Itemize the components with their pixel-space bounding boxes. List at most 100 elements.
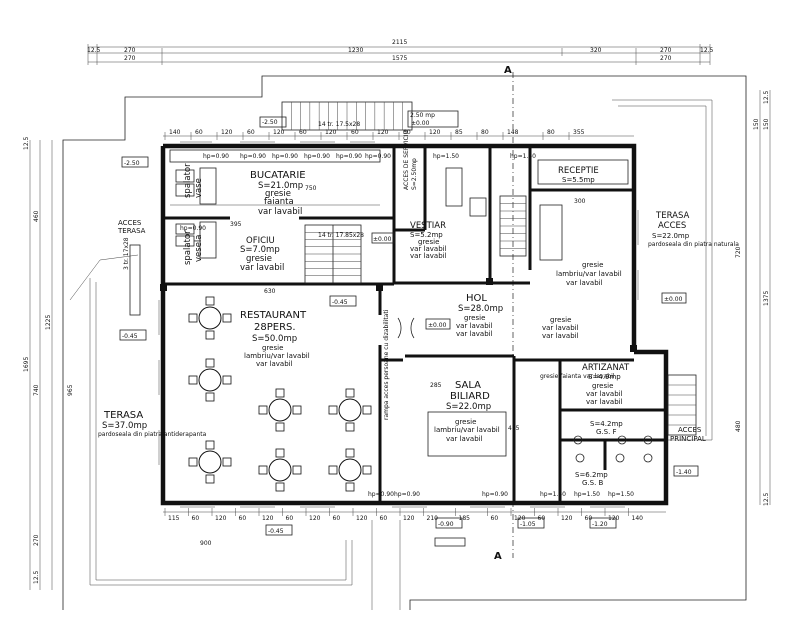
hol-labels: HOL S=28.0mp gresie var lavabil var lava… (397, 293, 579, 340)
dim-right-7: 12.5 (763, 492, 770, 506)
restaurant-table (338, 398, 362, 422)
sill-height-label: hp=1.50 (574, 491, 600, 498)
acces-serviciu-area: S=2.50mp (411, 158, 418, 190)
artizanat-area: S=4.9mp (588, 373, 621, 381)
acces-principal-1: ACCES (678, 426, 702, 434)
dim-inner-top: 80 (481, 129, 489, 136)
sill-height-label: hp=1.50 (540, 491, 566, 498)
dim-inner-bottom: 120 (561, 515, 573, 522)
dim-top-6: 12.5 (700, 47, 714, 54)
oficiu-finish1: gresie (246, 254, 272, 264)
dim-left-3: 1225 (45, 315, 52, 330)
restaurant-chair (205, 440, 215, 450)
dim-inner-top: 120 (221, 129, 233, 136)
interior-stair: 14 tr. 17.85x28 (304, 224, 364, 284)
restaurant-chair (328, 405, 338, 415)
dim-total-top: 2115 (392, 39, 407, 46)
restaurant-chair (222, 375, 232, 385)
restaurant-area: S=50.0mp (252, 334, 297, 344)
restaurant-chair (345, 448, 355, 458)
sill-height-label: hp=1.50 (510, 153, 536, 160)
dim-inner-top: 120 (273, 129, 285, 136)
gsb-area: S=6.2mp (575, 471, 608, 479)
biliard-area: S=22.0mp (446, 402, 491, 412)
biliard-name1: SALA (455, 380, 481, 391)
biliard-finish2: lambriu/var lavabil (434, 426, 500, 434)
dim-inner-top: 60 (403, 129, 411, 136)
dim-left-2: 460 (33, 210, 40, 222)
level-bottom-2: -1.05 (520, 521, 536, 528)
building-walls (160, 143, 669, 506)
receptie-finish3: var lavabil (566, 279, 603, 287)
restaurant-chair (275, 388, 285, 398)
level-bottom-left: -0.45 (268, 528, 284, 535)
vestiar-finish2: var lavabil (410, 245, 447, 253)
level-west-top: -2.50 (124, 160, 140, 167)
terasa-vest-area: S=37.0mp (102, 421, 147, 431)
dim-inner-bottom: 60 (538, 515, 546, 522)
dim-top-row2-3: 270 (660, 55, 672, 62)
terasa-vest-name: TERASA (103, 410, 143, 421)
dim-285: 285 (430, 382, 442, 389)
hol-finish1: gresie (464, 314, 485, 322)
dim-left-4: 1695 (23, 357, 30, 372)
sill-height-label: hp=1.50 (433, 153, 459, 160)
restaurant-chair (205, 296, 215, 306)
restaurant-table (268, 458, 292, 482)
dim-inner-bottom: 60 (380, 515, 388, 522)
vestiar-finish3: var lavabil (410, 252, 447, 260)
terasa-acces-area: S=22.0mp (652, 232, 690, 240)
dim-inner-bottom: 185 (459, 515, 471, 522)
restaurant-chair (258, 465, 268, 475)
level-acces-zero: ±0.00 (411, 120, 430, 127)
spalator-vase-2: vase (194, 178, 204, 198)
level-stair-top: -2.50 (262, 119, 278, 126)
artizanat-finish3: var lavabil (586, 398, 623, 406)
hol-right-finish3: var lavabil (542, 332, 579, 340)
top-dimensions: 2115 12.5 270 1230 320 270 12.5 270 1575… (87, 39, 714, 65)
sill-height-label: hp=0.90 (180, 225, 206, 232)
restaurant-chair (362, 465, 372, 475)
restaurant-chair (328, 465, 338, 475)
dim-750: 750 (305, 185, 317, 192)
dim-inner-top: 120 (325, 129, 337, 136)
restaurant-labels: RESTAURANT 28PERS. S=50.0mp gresie lambr… (240, 288, 357, 368)
restaurant-table (198, 450, 222, 474)
restaurant-table (198, 306, 222, 330)
receptie-finish2: lambriu/var lavabil (556, 270, 622, 278)
section-marker-top: A (504, 65, 512, 76)
sill-height-label: hp=1.50 (608, 491, 634, 498)
level-restaurant: -0.45 (332, 299, 348, 306)
dim-inner-top: 60 (195, 129, 203, 136)
dim-right-4: 720 (735, 246, 742, 258)
restaurant-chair (362, 405, 372, 415)
acces-principal: ACCES PRINCIPAL -1.40 (667, 374, 706, 477)
dim-top-1: 12.5 (87, 47, 101, 54)
sill-height-label: hp=0.90 (482, 491, 508, 498)
oficiu-area: S=7.0mp (240, 245, 280, 255)
dim-inner-bottom: 120 (356, 515, 368, 522)
dim-inner-bottom: 60 (491, 515, 499, 522)
artizanat-finish1: gresie (592, 382, 613, 390)
dim-top-3: 1230 (348, 47, 363, 54)
restaurant-chair (188, 313, 198, 323)
level-bottom-3: -1.20 (592, 521, 608, 528)
oficiu-finish2: var lavabil (240, 263, 284, 273)
receptie-name: RECEPTIE (558, 166, 599, 176)
hol-finish2: var lavabil (456, 322, 493, 330)
hol-gresie-label: gresie faianta var lavabil (540, 373, 615, 380)
restaurant-tables (188, 296, 372, 492)
level-vestiar: ±0.00 (373, 236, 392, 243)
dim-630: 630 (264, 288, 276, 295)
dim-inner-top: 85 (455, 129, 463, 136)
site-outline (62, 75, 747, 610)
bucatarie-area: S=21.0mp (258, 181, 303, 191)
dim-inner-bottom: 120 (215, 515, 227, 522)
dim-900: 900 (200, 540, 212, 547)
restaurant-chair (345, 482, 355, 492)
spalator-vase-1: spalator (183, 163, 193, 198)
biliard-name2: BILIARD (450, 391, 490, 402)
vestiar-name: VESTIAR (410, 221, 446, 231)
